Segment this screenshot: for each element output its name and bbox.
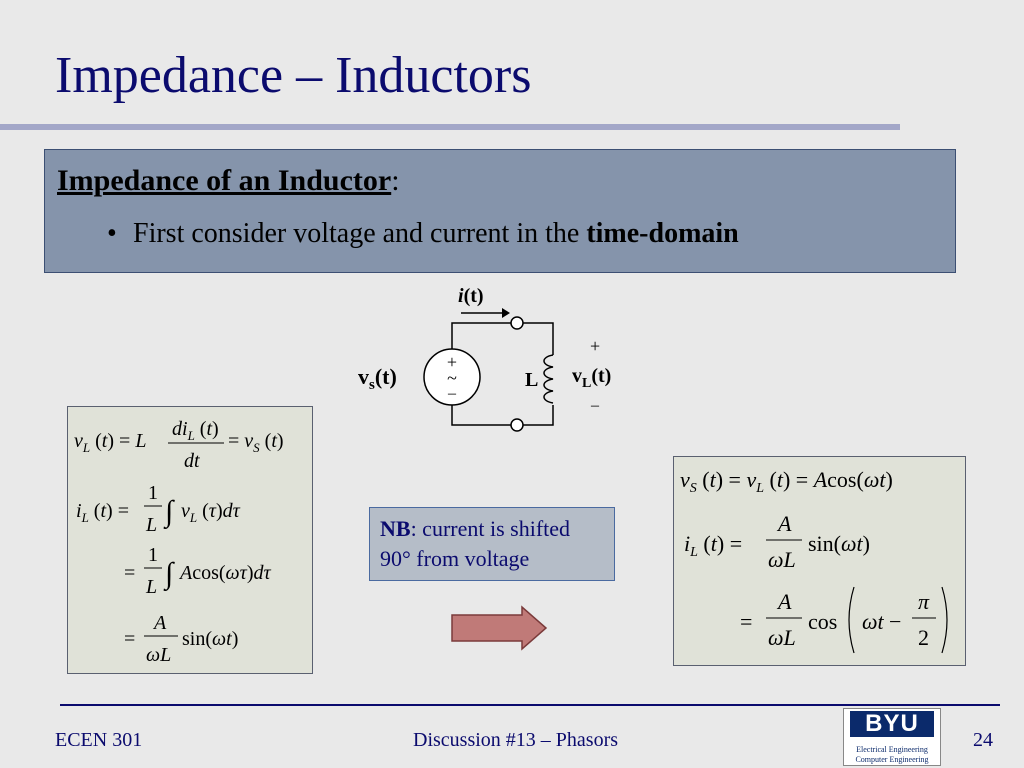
result-equations: vS (t) = vL (t) = Acos(ωt) iL (t) = A ωL…	[680, 467, 948, 654]
bullet-text: First consider voltage and current in th…	[133, 218, 587, 249]
circuit-diagram: i(t) + ~ – vs(t) L + vL(t) –	[358, 285, 611, 432]
top-left-wire	[451, 322, 512, 359]
svg-text:A: A	[776, 511, 792, 536]
plus-sign: +	[590, 336, 600, 356]
svg-text:π: π	[918, 589, 930, 614]
bullet-marker: •	[107, 218, 117, 249]
svg-text:ωt: ωt	[862, 609, 885, 634]
byu-logo: BYU Electrical Engineering Computer Engi…	[843, 708, 941, 766]
right-arrow-icon	[451, 605, 548, 651]
definition-box: Impedance of an Inductor: • First conside…	[44, 149, 956, 273]
svg-text:vL (t) = L: vL (t) = L	[74, 430, 146, 455]
svg-text:A: A	[152, 612, 167, 634]
svg-text:ωL: ωL	[768, 547, 796, 572]
svg-text:L: L	[145, 576, 157, 598]
svg-text:1: 1	[148, 544, 158, 566]
svg-text:A: A	[776, 589, 792, 614]
inductor-coil-icon	[543, 354, 554, 404]
heading-colon: :	[391, 164, 400, 197]
svg-text:ωL: ωL	[146, 644, 171, 666]
svg-text:cos: cos	[808, 609, 837, 634]
svg-text:diL (t): diL (t)	[172, 418, 219, 443]
svg-text:1: 1	[148, 482, 158, 504]
svg-text:Acos(ωτ)dτ: Acos(ωτ)dτ	[178, 562, 272, 584]
top-terminal	[510, 316, 524, 330]
bullet-item: • First consider voltage and current in t…	[107, 218, 739, 250]
source-tilde: ~	[447, 368, 457, 388]
svg-text:ωL: ωL	[768, 625, 796, 650]
top-right-wire	[523, 322, 554, 355]
svg-text:=: =	[124, 562, 135, 584]
title-underline	[0, 124, 900, 130]
note-bold: NB	[380, 516, 411, 541]
source-minus: –	[447, 385, 457, 402]
source-label: vs(t)	[358, 364, 397, 393]
time-domain-equations-box: vL (t) = L diL (t) dt = vS (t) iL (t) = …	[67, 406, 313, 674]
page-number: 24	[973, 729, 993, 751]
time-domain-equations: vL (t) = L diL (t) dt = vS (t) iL (t) = …	[74, 418, 284, 666]
svg-text:2: 2	[918, 625, 929, 650]
current-arrow-head	[502, 308, 510, 318]
heading-text: Impedance of an Inductor	[57, 164, 392, 197]
box-heading: Impedance of an Inductor:	[57, 164, 400, 198]
inductor-voltage-label: vL(t)	[572, 365, 611, 391]
svg-text:−: −	[889, 609, 901, 634]
svg-text:=: =	[124, 628, 135, 650]
svg-text:sin(ωt): sin(ωt)	[808, 531, 870, 556]
svg-text:∫: ∫	[163, 495, 175, 530]
svg-text:iL (t) =: iL (t) =	[684, 531, 742, 560]
slide-title: Impedance – Inductors	[55, 47, 532, 104]
footer-course: ECEN 301	[55, 729, 143, 751]
svg-text:= vS (t): = vS (t)	[228, 430, 284, 455]
inductor-label: L	[525, 369, 538, 391]
bullet-bold-text: time-domain	[586, 218, 739, 249]
svg-text:∫: ∫	[163, 557, 175, 592]
minus-sign: –	[590, 397, 600, 414]
svg-text:iL (t) =: iL (t) =	[76, 500, 129, 525]
footer-topic: Discussion #13 – Phasors	[413, 729, 619, 751]
svg-text:=: =	[740, 609, 752, 634]
source-plus: +	[447, 352, 457, 372]
logo-line-1: Electrical Engineering	[856, 745, 928, 754]
svg-text:vL (τ)dτ: vL (τ)dτ	[181, 500, 241, 525]
current-label: i(t)	[458, 285, 484, 307]
voltage-source-icon	[423, 348, 481, 406]
logo-line-2: Computer Engineering	[855, 755, 929, 764]
bottom-terminal	[510, 418, 524, 432]
footer-rule	[60, 704, 1000, 706]
logo-wordmark: BYU	[850, 711, 934, 737]
svg-text:sin(ωt): sin(ωt)	[182, 628, 238, 650]
svg-text:vS (t) = vL (t) = Acos(ωt): vS (t) = vL (t) = Acos(ωt)	[680, 467, 893, 496]
note-box: NB: current is shifted 90° from voltage	[369, 507, 615, 581]
note-text: : current is shifted 90° from voltage	[380, 516, 571, 571]
svg-text:L: L	[145, 514, 157, 536]
svg-text:dt: dt	[184, 450, 200, 472]
bottom-right-wire	[523, 405, 554, 426]
result-equations-box: vS (t) = vL (t) = Acos(ωt) iL (t) = A ωL…	[673, 456, 966, 666]
